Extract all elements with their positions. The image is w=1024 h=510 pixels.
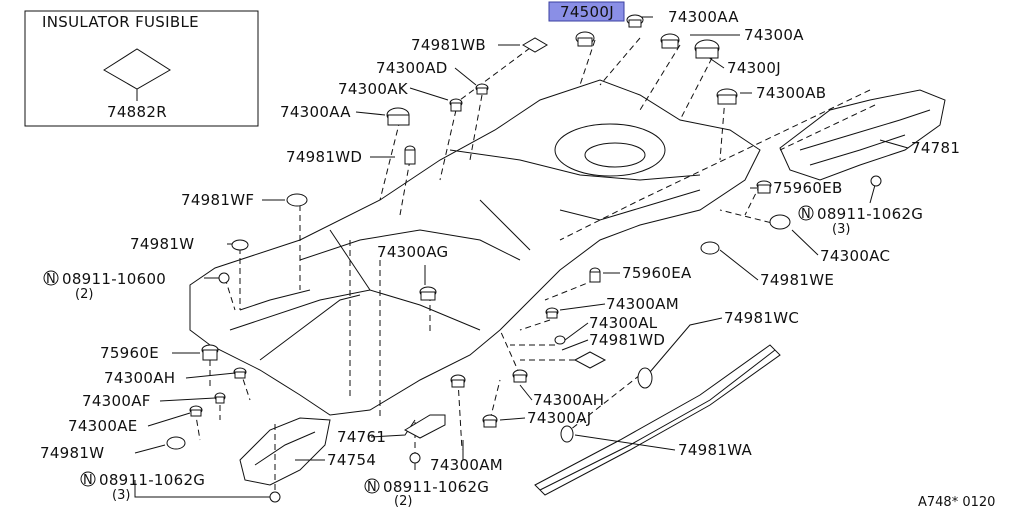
label-74300AD[interactable]: 74300AD <box>376 59 448 77</box>
label-08911-10600-qty: (2) <box>75 287 93 302</box>
label-74300AL[interactable]: 74300AL <box>589 314 658 332</box>
label-74300AH-right[interactable]: 74300AH <box>533 391 604 409</box>
label-74754[interactable]: 74754 <box>327 451 376 469</box>
label-74300AE[interactable]: 74300AE <box>68 417 138 435</box>
label-74761[interactable]: 74761 <box>337 428 386 446</box>
label-08911-1062G-left[interactable]: 08911-1062G <box>99 471 205 489</box>
n-symbol-icon <box>43 270 59 286</box>
label-74981WD-top[interactable]: 74981WD <box>286 148 362 166</box>
label-75960E[interactable]: 75960E <box>100 344 159 362</box>
label-08911-1062G-mid[interactable]: 08911-1062G <box>383 478 489 496</box>
label-74981W-lower[interactable]: 74981W <box>40 444 104 462</box>
highlighted-part-box[interactable] <box>548 1 625 22</box>
side-sill <box>534 344 781 496</box>
label-74300AC[interactable]: 74300AC <box>820 247 890 265</box>
label-74981WA[interactable]: 74981WA <box>678 441 753 459</box>
inset-part-number: 74882R <box>107 103 167 121</box>
n-symbol-icon <box>798 205 814 221</box>
label-74981WF[interactable]: 74981WF <box>181 191 254 209</box>
label-08911-1062G-right[interactable]: 08911-1062G <box>817 205 923 223</box>
label-08911-10600[interactable]: 08911-10600 <box>62 270 166 288</box>
label-74300J[interactable]: 74300J <box>727 59 781 77</box>
label-74300AH-left[interactable]: 74300AH <box>104 369 175 387</box>
label-74981W-upper[interactable]: 74981W <box>130 235 194 253</box>
label-74300AK[interactable]: 74300AK <box>338 80 409 98</box>
inset-title: INSULATOR FUSIBLE <box>42 13 199 31</box>
solid-leaders <box>134 16 909 498</box>
label-74300AM-lower[interactable]: 74300AM <box>430 456 503 474</box>
label-74300AF[interactable]: 74300AF <box>82 392 151 410</box>
n-symbol-letter: N <box>801 207 811 222</box>
label-74300AB[interactable]: 74300AB <box>756 84 826 102</box>
part-labels: 74300AA 74981WB 74300A 74300AD 74300J 74… <box>40 8 960 509</box>
label-74300AJ[interactable]: 74300AJ <box>527 409 592 427</box>
n-symbol-icon <box>364 478 380 494</box>
label-74981WB[interactable]: 74981WB <box>411 36 486 54</box>
inset-box: INSULATOR FUSIBLE 74882R <box>24 10 259 127</box>
label-75960EA[interactable]: 75960EA <box>622 264 692 282</box>
label-74781[interactable]: 74781 <box>911 139 960 157</box>
label-08911-1062G-left-qty: (3) <box>112 488 130 503</box>
n-symbol-letter: N <box>367 480 377 495</box>
label-74300AA-top[interactable]: 74300AA <box>668 8 739 26</box>
n-symbol-letter: N <box>46 272 56 287</box>
floor-panel <box>189 79 761 416</box>
footer-code: A748* 0120 <box>918 495 995 510</box>
label-74300A[interactable]: 74300A <box>744 26 804 44</box>
label-74300AM-upper[interactable]: 74300AM <box>606 295 679 313</box>
label-74981WD-mid[interactable]: 74981WD <box>589 331 665 349</box>
n-symbol-icon <box>80 471 96 487</box>
label-08911-1062G-right-qty: (3) <box>832 222 850 237</box>
label-08911-1062G-mid-qty: (2) <box>394 494 412 509</box>
label-74300AG[interactable]: 74300AG <box>377 243 448 261</box>
n-symbol-letter: N <box>83 473 93 488</box>
heat-insulator-74781 <box>779 89 946 181</box>
leader-lines <box>194 37 876 490</box>
heat-insulator-74754 <box>239 417 331 486</box>
highlighted-part-label[interactable]: 74500J <box>560 3 614 21</box>
label-75960EB[interactable]: 75960EB <box>773 179 843 197</box>
label-74981WE[interactable]: 74981WE <box>760 271 834 289</box>
fasteners <box>166 14 882 503</box>
label-74981WC[interactable]: 74981WC <box>724 309 799 327</box>
label-74300AA-left[interactable]: 74300AA <box>280 103 351 121</box>
